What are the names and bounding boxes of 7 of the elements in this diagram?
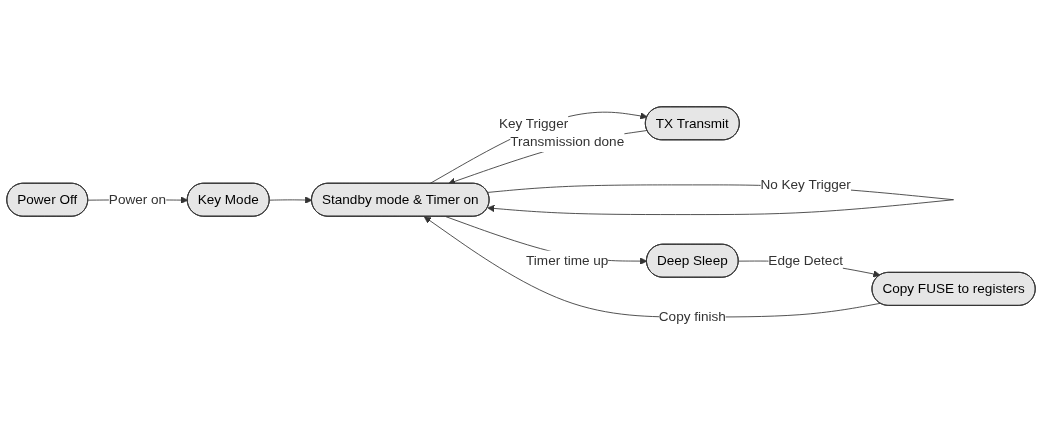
edge-label: Power on [108,192,167,207]
edge-label: Edge Detect [768,253,843,268]
edge-label: Key Trigger [498,116,569,131]
edge-label: Copy finish [658,309,726,324]
edge-label: Transmission done [510,134,625,149]
edge-label: Timer time up [526,253,609,268]
edge-label: No Key Trigger [760,177,851,192]
